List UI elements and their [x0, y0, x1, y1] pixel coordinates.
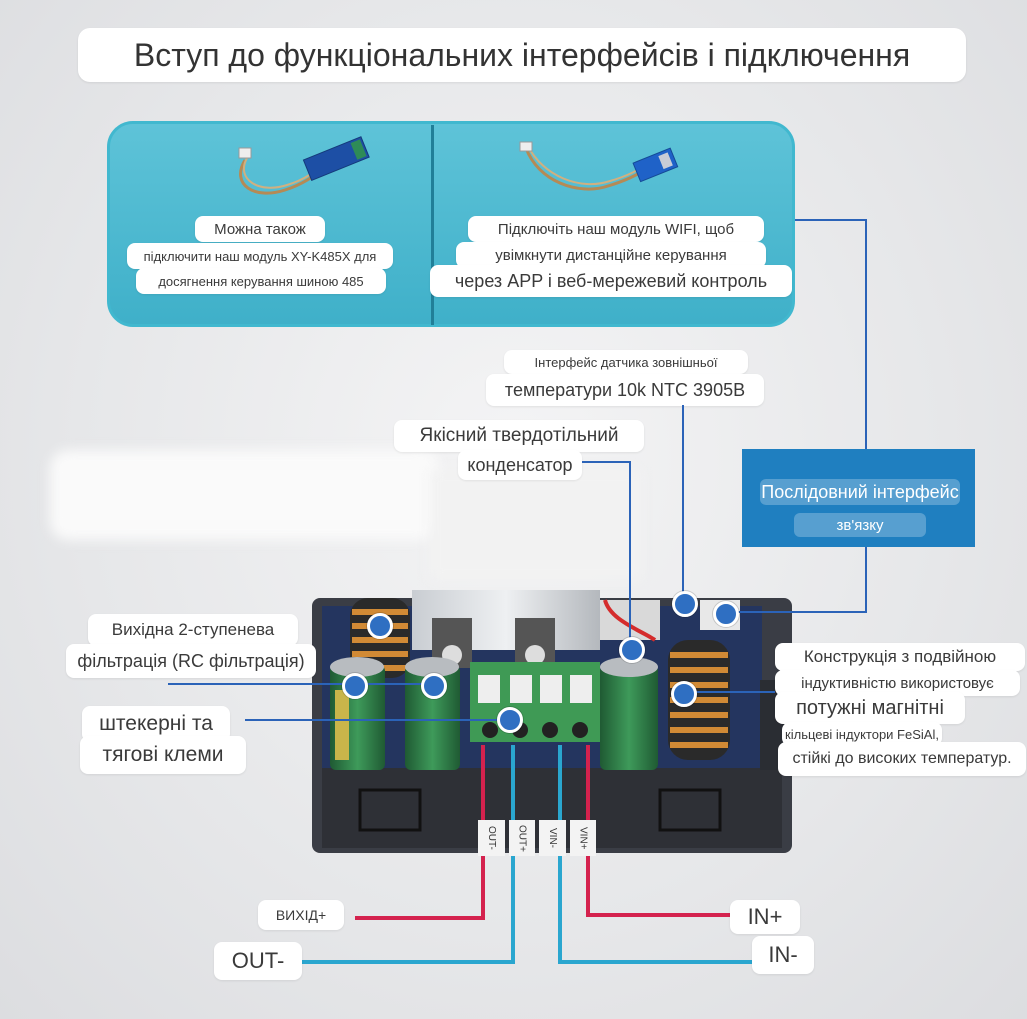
terminal-marks: OUT- OUT+ VIN- VIN+ [478, 820, 596, 856]
heatsink [412, 590, 600, 668]
filter-marker-icon-2 [421, 673, 447, 699]
terminals-label-line2: тягові клеми [80, 736, 246, 774]
filter-marker-icon-1 [342, 673, 368, 699]
rs485-caption-line2: підключити наш модуль XY-K485X для [127, 243, 393, 269]
wire-in-plus [586, 745, 730, 917]
wire-out-plus [355, 745, 485, 920]
filter-label-line2: фільтрація (RC фільтрація) [66, 644, 316, 678]
wifi-caption-line3: через APP і веб-мережевий контроль [430, 265, 792, 297]
terminal-mark-out-plus: OUT+ [508, 820, 535, 856]
serial-interface-box: Послідовний інтерфейс зв'язку [742, 449, 975, 547]
terminal-mark-vin-plus: VIN+ [569, 820, 596, 856]
out-plus-label: ВИХІД+ [258, 900, 344, 930]
rs485-module-icon [238, 136, 370, 195]
out-minus-label: OUT- [214, 942, 302, 980]
inductor-label-line2: індуктивністю використовує [775, 670, 1020, 696]
serial-callout-line [724, 547, 867, 613]
ntc-label-line2: температури 10k NTC 3905B [486, 374, 764, 406]
terminal-mark-out-minus: OUT- [478, 820, 505, 856]
inductor-label-line4: кільцеві індуктори FeSiAl, [782, 722, 942, 746]
wifi-caption-line2: увімкнути дистанційне керування [456, 242, 766, 268]
serial-label-line2: зв'язку [794, 513, 926, 537]
terminals-marker-icon [497, 707, 523, 733]
rs485-caption-line1: Можна також [195, 216, 325, 242]
blurred-region-2 [430, 470, 640, 580]
panel-divider [431, 125, 434, 325]
blurred-region [50, 450, 440, 540]
capacitor-label-line1: Якісний твердотільний [394, 420, 644, 452]
capacitors [330, 657, 658, 770]
terminal-mark-vin-minus: VIN- [539, 820, 566, 856]
in-minus-label: IN- [752, 936, 814, 974]
terminal-block [470, 662, 600, 742]
inductor-left-marker-icon [367, 613, 393, 639]
wire-out-minus [300, 745, 515, 964]
wire-in-minus [558, 745, 760, 964]
page-title: Вступ до функціональних інтерфейсів і пі… [78, 28, 966, 82]
inductor-marker-icon [671, 681, 697, 707]
capacitor-label-line2: конденсатор [458, 450, 582, 480]
ntc-label-line1: Інтерфейс датчика зовнішньої [504, 350, 748, 374]
inductor-label-line1: Конструкція з подвійною [775, 643, 1025, 671]
capacitor-marker-icon [619, 637, 645, 663]
inductor-label-line5: стійкі до високих температур. [778, 742, 1026, 776]
wifi-to-serial-line [795, 219, 867, 449]
filter-label-line1: Вихідна 2-ступенева [88, 614, 298, 646]
rs485-caption-line3: досягнення керування шиною 485 [136, 268, 386, 294]
in-plus-label: IN+ [730, 900, 800, 934]
wifi-module-icon [519, 141, 679, 191]
serial-marker-icon [713, 601, 739, 627]
ntc-marker-icon [672, 591, 698, 617]
inductor-label-line3: потужні магнітні [775, 692, 965, 724]
serial-label-line1: Послідовний інтерфейс [760, 479, 960, 505]
capacitor-callout-line [582, 461, 631, 648]
wifi-caption-line1: Підключіть наш модуль WIFI, щоб [468, 216, 764, 242]
